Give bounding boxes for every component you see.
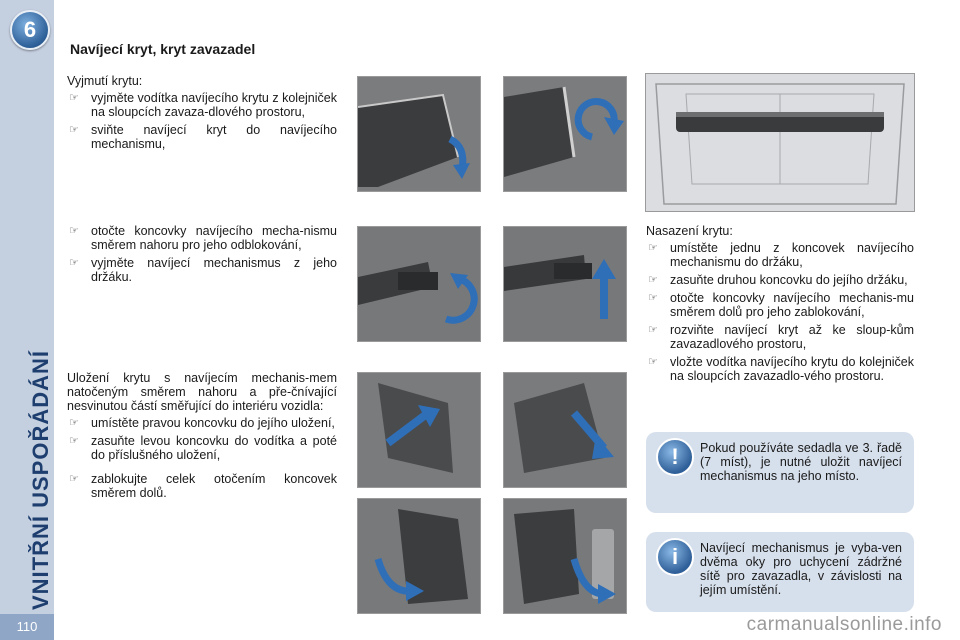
install-intro: Nasazení krytu: xyxy=(646,224,733,238)
illustration-trunk-overview xyxy=(645,73,915,212)
info-note-text: Navíjecí mechanismus je vyba-ven dvěma o… xyxy=(700,541,902,597)
illustration-store-left-end xyxy=(503,372,627,488)
illustration-remove-mechanism xyxy=(503,226,627,342)
storage-instructions: Uložení krytu s navíjecím mechanis-mem n… xyxy=(67,371,337,504)
removal-instructions-cont: otočte koncovky navíjecího mecha-nismu s… xyxy=(67,224,337,288)
info-icon: i xyxy=(656,538,694,576)
chapter-title: VNITŘNÍ USPOŘÁDÁNÍ xyxy=(28,349,53,610)
chapter-sidebar xyxy=(0,0,54,640)
removal-intro: Vyjmutí krytu: xyxy=(67,74,143,88)
install-instructions: Nasazení krytu: umístěte jednu z koncove… xyxy=(646,224,914,387)
warning-note-text: Pokud používáte sedadla ve 3. řadě (7 mí… xyxy=(700,441,902,483)
warning-note: ! Pokud používáte sedadla ve 3. řadě (7 … xyxy=(646,432,914,513)
info-note: i Navíjecí mechanismus je vyba-ven dvěma… xyxy=(646,532,914,612)
warning-icon: ! xyxy=(656,438,694,476)
illustration-store-right-end xyxy=(357,372,481,488)
chapter-number-badge: 6 xyxy=(10,10,50,50)
removal-step: sviňte navíjecí kryt do navíjecího mecha… xyxy=(67,123,337,151)
page-number: 110 xyxy=(0,614,54,640)
install-step: vložte vodítka navíjecího krytu do kolej… xyxy=(646,355,914,383)
removal-step: otočte koncovky navíjecího mecha-nismu s… xyxy=(67,224,337,252)
storage-step: zablokujte celek otočením koncovek směre… xyxy=(67,472,337,500)
install-step: zasuňte druhou koncovku do jejího držáku… xyxy=(646,273,914,287)
storage-step: umístěte pravou koncovku do jejího ulože… xyxy=(67,416,337,430)
illustration-remove-guides xyxy=(357,76,481,192)
install-step: otočte koncovky navíjecího mechanis-mu s… xyxy=(646,291,914,319)
illustration-roll-cover xyxy=(503,76,627,192)
section-heading: Navíjecí kryt, kryt zavazadel xyxy=(70,41,256,57)
storage-intro: Uložení krytu s navíjecím mechanis-mem n… xyxy=(67,371,337,413)
storage-step: zasuňte levou koncovku do vodítka a poté… xyxy=(67,434,337,462)
illustration-lock-right xyxy=(503,498,627,614)
watermark: carmanualsonline.info xyxy=(746,614,942,635)
removal-step: vyjměte vodítka navíjecího krytu z kolej… xyxy=(67,91,337,119)
removal-step: vyjměte navíjecí mechanismus z jeho držá… xyxy=(67,256,337,284)
removal-instructions: Vyjmutí krytu: vyjměte vodítka navíjecíh… xyxy=(67,74,337,155)
install-step: umístěte jednu z koncovek navíjecího mec… xyxy=(646,241,914,269)
illustration-turn-ends-up xyxy=(357,226,481,342)
illustration-lock-left xyxy=(357,498,481,614)
install-step: rozviňte navíjecí kryt až ke sloup-kům z… xyxy=(646,323,914,351)
